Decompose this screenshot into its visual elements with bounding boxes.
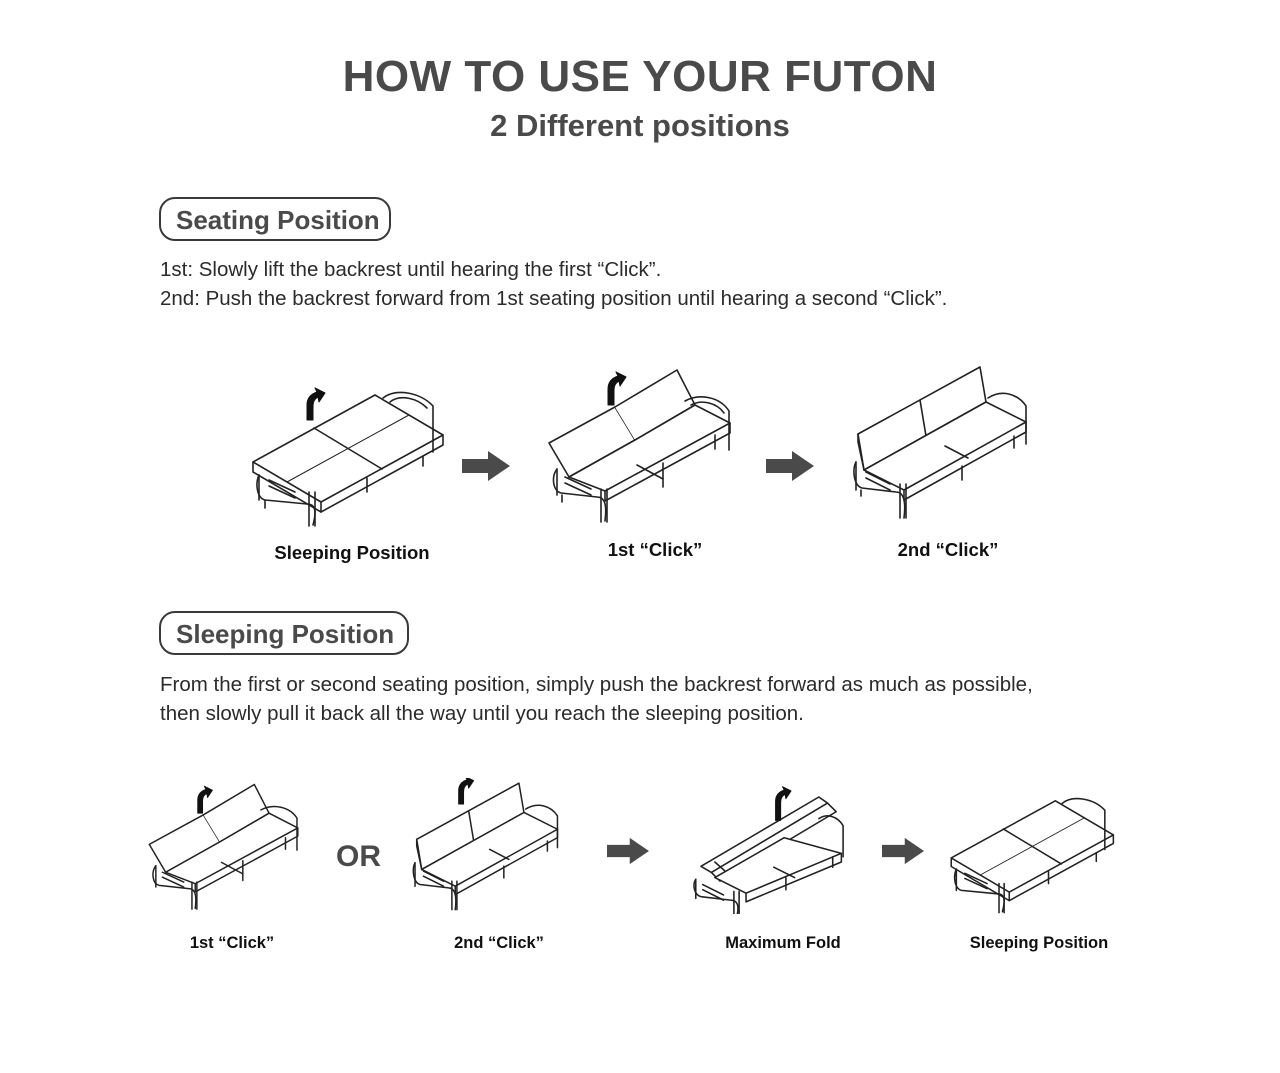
futon-flat-illustration [944, 788, 1124, 916]
sleeping-instruction-2: then slowly pull it back all the way unt… [160, 702, 804, 725]
sleeping-step-caption: Sleeping Position [969, 934, 1109, 952]
sleeping-step-caption: 2nd “Click” [454, 934, 544, 952]
futon-first-click-illustration [545, 365, 740, 525]
futon-second-click-illustration [850, 362, 1035, 522]
page-subtitle: 2 Different positions [490, 108, 790, 143]
seating-step-caption: 1st “Click” [607, 539, 703, 560]
futon-max-fold-illustration [688, 784, 850, 914]
right-arrow-icon [766, 450, 814, 487]
seating-instruction-1: 1st: Slowly lift the backrest until hear… [160, 258, 662, 281]
futon-second-click-illustration [410, 778, 565, 914]
futon-flat-illustration [245, 380, 455, 530]
sleeping-step-caption: 1st “Click” [189, 934, 275, 952]
sleeping-position-heading: Sleeping Position [159, 611, 409, 655]
page-title: HOW TO USE YOUR FUTON [342, 52, 938, 101]
sleeping-instruction-1: From the first or second seating positio… [160, 673, 1033, 696]
seating-step-caption: 2nd “Click” [897, 539, 999, 560]
futon-first-click-illustration [146, 778, 306, 914]
right-arrow-icon [882, 837, 924, 870]
seating-step-caption: Sleeping Position [274, 542, 430, 563]
right-arrow-icon [462, 450, 510, 487]
or-label: OR [336, 840, 381, 873]
sleeping-step-caption: Maximum Fold [725, 934, 841, 952]
seating-instruction-2: 2nd: Push the backrest forward from 1st … [160, 287, 948, 310]
seating-position-heading: Seating Position [159, 197, 391, 241]
right-arrow-icon [607, 837, 649, 870]
